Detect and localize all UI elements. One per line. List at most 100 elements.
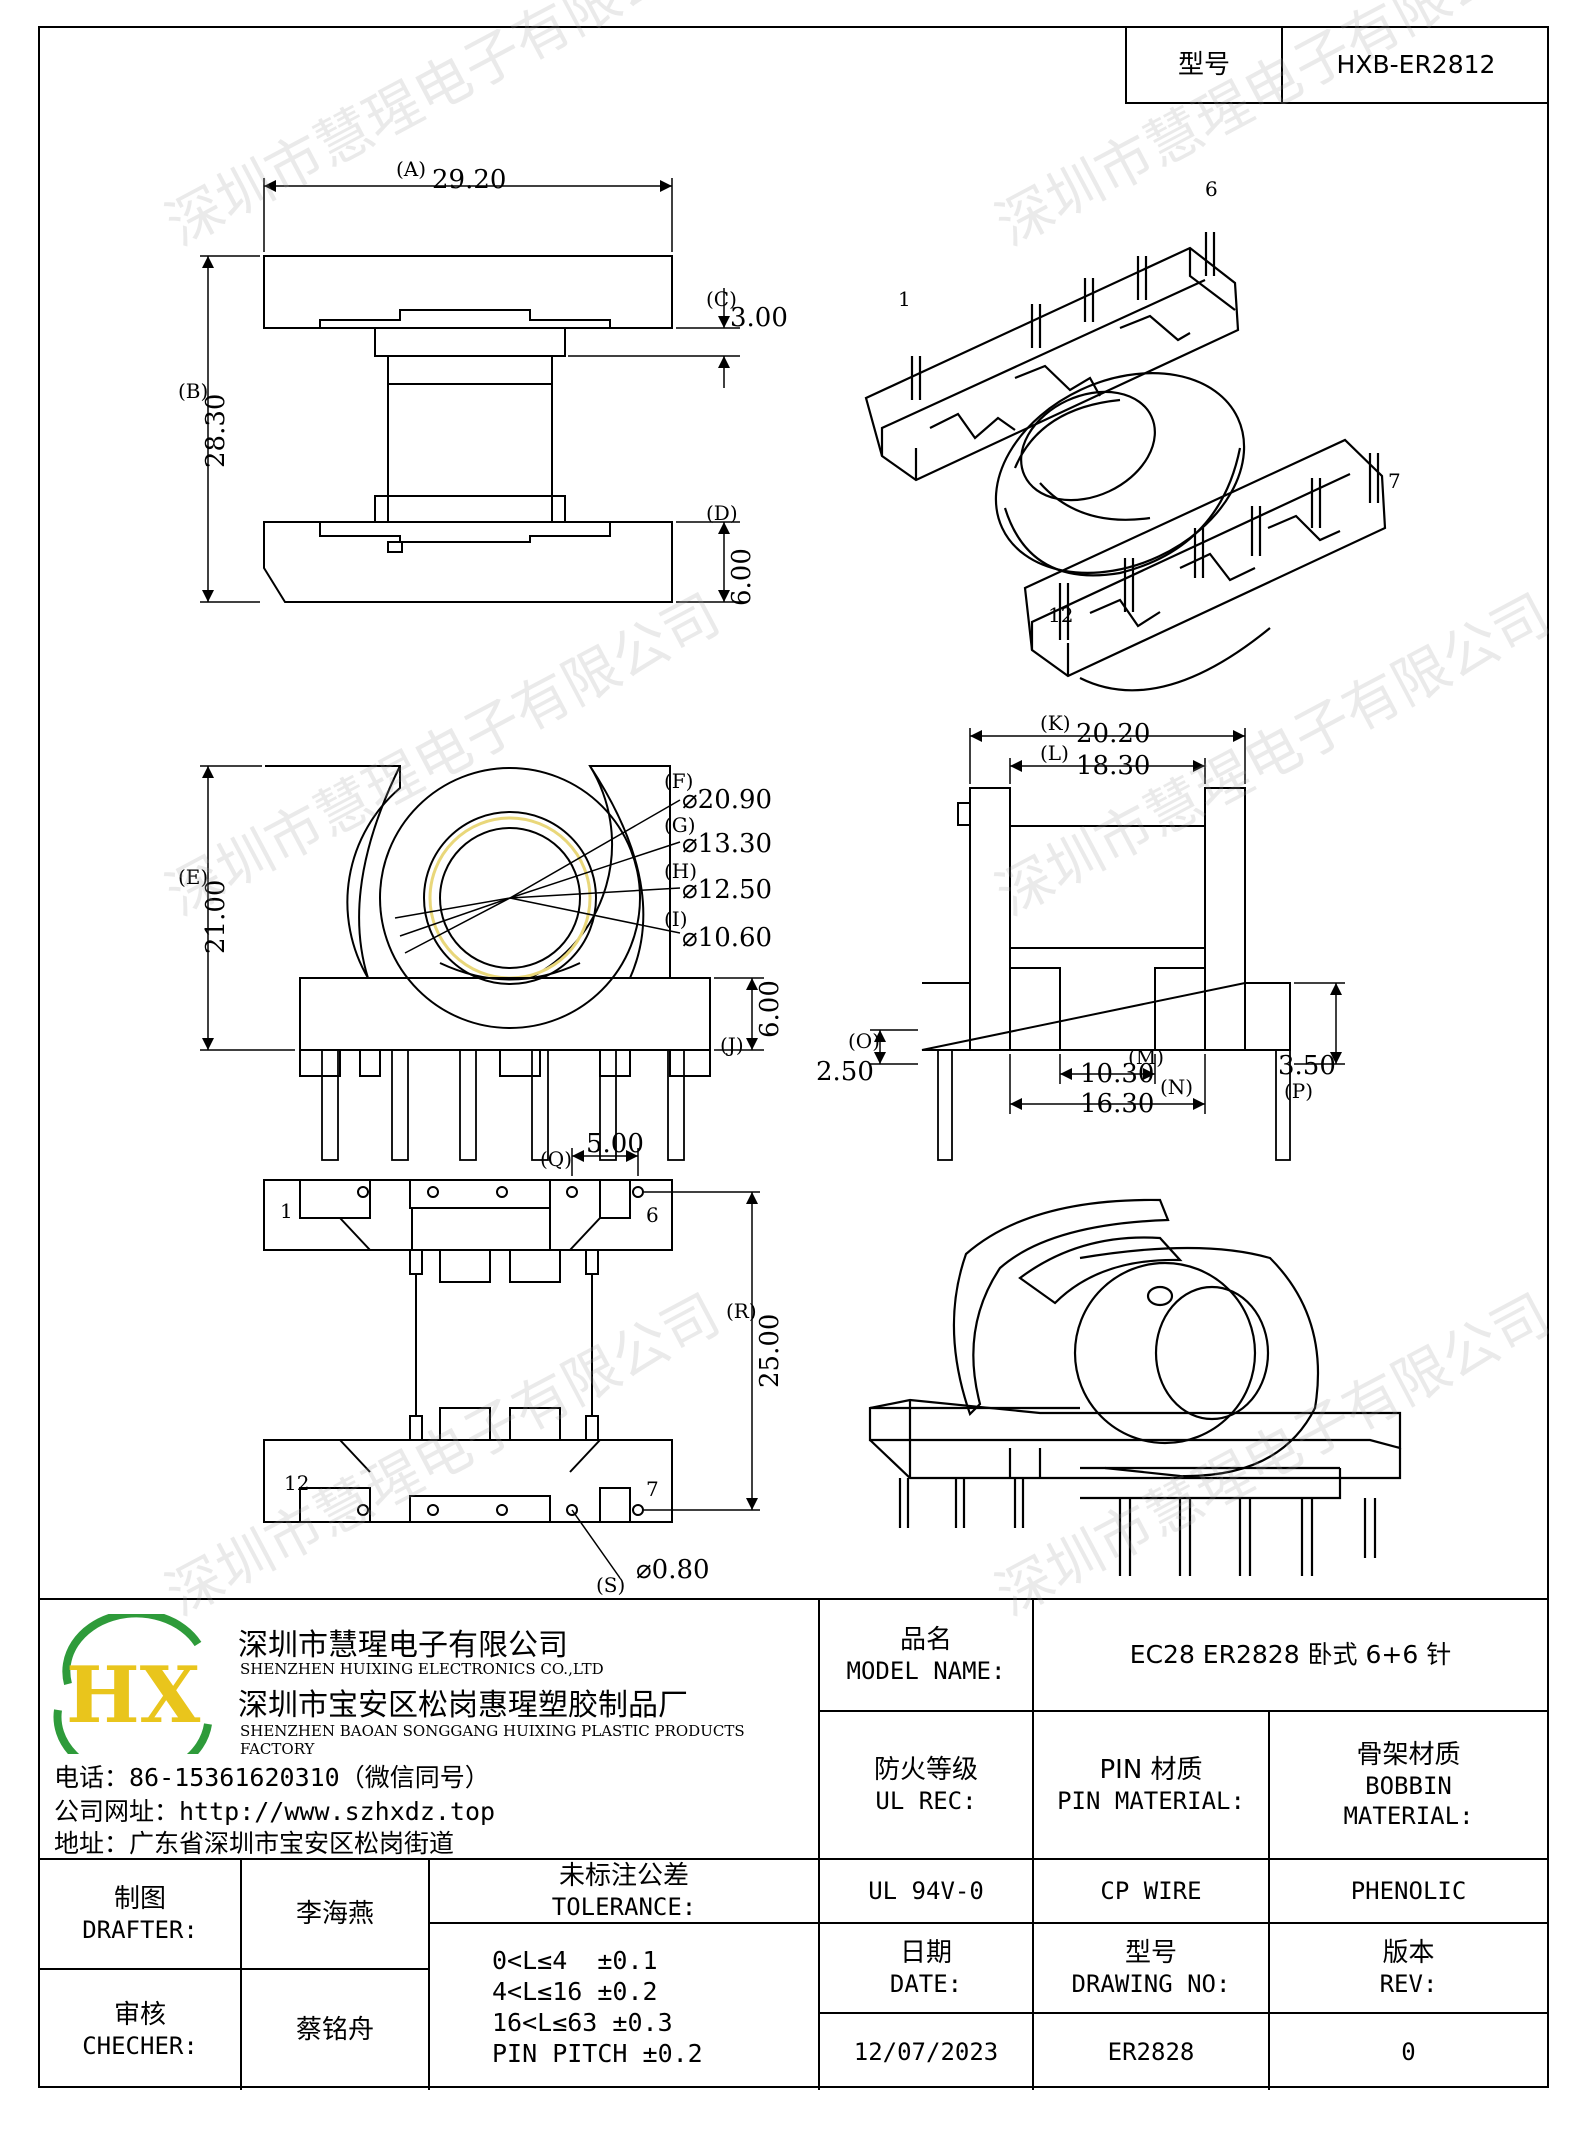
model-name-value: EC28 ER2828 卧式 6+6 针 <box>1129 1640 1452 1670</box>
rev-label-en: REV: <box>1379 1970 1438 1999</box>
checker-label-en: CHECHER: <box>82 2032 198 2061</box>
checker-value-cell: 蔡铭舟 <box>240 1968 430 2090</box>
dim-a-tag: (A) <box>396 157 426 181</box>
drawing-no-label-cn: 型号 <box>1124 1937 1177 1968</box>
dim-r-tag: (R) <box>726 1299 757 1323</box>
dim-p-value: 3.50 <box>1278 1051 1336 1081</box>
drawing-no-label-cell: 型号 DRAWING NO: <box>1032 1922 1270 2014</box>
bobbin-material-label-cell: 骨架材质 BOBBIN MATERIAL: <box>1268 1710 1547 1860</box>
header-model-value: HXB-ER2812 <box>1281 28 1549 104</box>
bottom-pin-label-6: 6 <box>646 1203 659 1227</box>
tolerance-row-1: 0<L≤4 ±0.1 <box>492 1945 658 1975</box>
pin-material-label-cell: PIN 材质 PIN MATERIAL: <box>1032 1710 1270 1860</box>
company-name-en: SHENZHEN HUIXING ELECTRONICS CO.,LTD <box>240 1660 604 1678</box>
bobbin-material-label-cn: 骨架材质 <box>1356 1739 1461 1770</box>
dim-i-tag: (I) <box>664 907 688 931</box>
rev-value-cell: 0 <box>1268 2012 1547 2090</box>
drawing-no-label-en: DRAWING NO: <box>1071 1970 1231 1999</box>
side-view: (K) 20.20 (L) 18.30 (M) 10.30 (N) 16.30 … <box>816 711 1345 1161</box>
model-name-label-cn: 品名 <box>899 1624 952 1655</box>
bottom-pin-label-7: 7 <box>646 1477 659 1501</box>
bottom-view: (Q) 5.00 (R) 25.00 (S) ⌀0.80 <box>263 1129 785 1597</box>
dim-j-tag: (J) <box>720 1033 744 1057</box>
tolerance-label-en: TOLERANCE: <box>551 1893 697 1922</box>
dim-d-tag: (D) <box>706 501 738 525</box>
ul-rec-label-cell: 防火等级 UL REC: <box>818 1710 1034 1860</box>
iso-pin-label-1: 1 <box>898 287 911 311</box>
dim-m-tag: (M) <box>1128 1045 1164 1069</box>
dim-n-value: 16.30 <box>1080 1089 1154 1119</box>
drafter-value: 李海燕 <box>295 1898 374 1929</box>
company-phone: 电话：86-15361620310（微信同号） <box>54 1763 490 1792</box>
tolerance-label-cn: 未标注公差 <box>558 1860 689 1891</box>
rev-label-cn: 版本 <box>1382 1937 1435 1968</box>
checker-value: 蔡铭舟 <box>295 2014 374 2045</box>
tolerance-row-2: 4<L≤16 ±0.2 <box>492 1976 658 2006</box>
drawing-no-value-cell: ER2828 <box>1032 2012 1270 2090</box>
checker-label-cn: 审核 <box>113 1999 166 2030</box>
pin-material-value: CP WIRE <box>1100 1877 1202 1905</box>
dim-c-value: 3.00 <box>730 303 788 333</box>
date-value-cell: 12/07/2023 <box>818 2012 1034 2090</box>
dim-d-value: 6.00 <box>727 548 757 606</box>
company-info: HX 深圳市慧瑆电子有限公司 SHENZHEN HUIXING ELECTRON… <box>40 1600 818 1858</box>
pin-material-value-cell: CP WIRE <box>1032 1858 1270 1924</box>
company-address: 地址：广东省深圳市宝安区松岗街道 <box>54 1829 455 1858</box>
tolerance-label-cell: 未标注公差 TOLERANCE: <box>428 1858 820 1924</box>
ul-rec-value: UL 94V-0 <box>868 1877 984 1905</box>
iso-pin-label-12: 12 <box>1048 603 1073 627</box>
model-name-value-cell: EC28 ER2828 卧式 6+6 针 <box>1032 1600 1547 1712</box>
header-model-label: 型号 <box>1125 28 1283 104</box>
dim-g-tag: (G) <box>664 813 696 837</box>
company-website: 公司网址：http://www.szhxdz.top <box>54 1797 496 1826</box>
drafter-label-en: DRAFTER: <box>82 1916 198 1945</box>
dim-q-tag: (Q) <box>540 1147 572 1171</box>
drafter-label-cn: 制图 <box>113 1883 166 1914</box>
ul-rec-value-cell: UL 94V-0 <box>818 1858 1034 1924</box>
dim-s-tag: (S) <box>596 1573 625 1597</box>
drafter-value-cell: 李海燕 <box>240 1858 430 1970</box>
logo-text: HX <box>66 1650 201 1741</box>
dim-f-value: ⌀20.90 <box>682 785 772 815</box>
dim-m-value: 10.30 <box>1080 1059 1154 1089</box>
drafter-label-cell: 制图 DRAFTER: <box>40 1858 242 1970</box>
dim-i-value: ⌀10.60 <box>682 923 772 953</box>
top-view: (A) 29.20 (B) 28.30 (C) 3.00 (D) 6.00 <box>178 157 788 606</box>
dim-h-tag: (H) <box>664 859 697 883</box>
dim-j-value: 6.00 <box>755 980 785 1038</box>
dim-k-tag: (K) <box>1040 711 1071 735</box>
front-view: (F) ⌀20.90 (G) ⌀13.30 (H) ⌀12.50 (I) ⌀10… <box>178 765 785 1161</box>
date-label-en: DATE: <box>889 1970 963 1999</box>
dim-s-value: ⌀0.80 <box>636 1555 710 1585</box>
dim-p-tag: (P) <box>1284 1079 1313 1103</box>
pin-material-label-en: PIN MATERIAL: <box>1057 1787 1245 1816</box>
iso-pin-label-6: 6 <box>1205 177 1218 201</box>
factory-name-en: SHENZHEN BAOAN SONGGANG HUIXING PLASTIC … <box>240 1722 745 1758</box>
dim-o-value: 2.50 <box>816 1057 874 1087</box>
tolerance-row-3: 16<L≤63 ±0.3 <box>492 2008 673 2037</box>
iso-pin-label-7: 7 <box>1388 469 1401 493</box>
company-logo: HX <box>53 1614 212 1754</box>
date-value: 12/07/2023 <box>853 2038 999 2066</box>
dim-l-tag: (L) <box>1040 741 1069 765</box>
drawing-sheet: 型号 HXB-ER2812 (A) 29.20 <box>38 26 1549 2090</box>
dim-b-value: 28.30 <box>201 394 231 468</box>
pin-material-label-cn: PIN 材质 <box>1099 1754 1203 1785</box>
checker-label-cell: 审核 CHECHER: <box>40 1968 242 2090</box>
dim-r-value: 25.00 <box>755 1314 785 1388</box>
tolerance-values-cell: 0<L≤4 ±0.1 4<L≤16 ±0.2 16<L≤63 ±0.3 PIN … <box>428 1922 820 2090</box>
technical-drawing: (A) 29.20 (B) 28.30 (C) 3.00 (D) 6.00 <box>178 157 1402 1597</box>
dim-b-tag: (B) <box>178 379 208 403</box>
company-name-cn: 深圳市慧瑆电子有限公司 <box>238 1628 568 1663</box>
dim-c-tag: (C) <box>706 287 737 311</box>
bottom-pin-label-1: 1 <box>280 1199 293 1223</box>
bobbin-material-value-cell: PHENOLIC <box>1268 1858 1547 1924</box>
rev-label-cell: 版本 REV: <box>1268 1922 1547 2014</box>
dim-l-value: 18.30 <box>1076 751 1150 781</box>
bobbin-material-label-en2: MATERIAL: <box>1343 1802 1474 1831</box>
dim-q-value: 5.00 <box>586 1129 644 1159</box>
title-block: HX 深圳市慧瑆电子有限公司 SHENZHEN HUIXING ELECTRON… <box>40 1598 1547 2090</box>
dim-o-tag: (O) <box>848 1029 880 1053</box>
dim-e-tag: (E) <box>178 865 208 889</box>
bobbin-material-label-en1: BOBBIN <box>1365 1772 1452 1801</box>
